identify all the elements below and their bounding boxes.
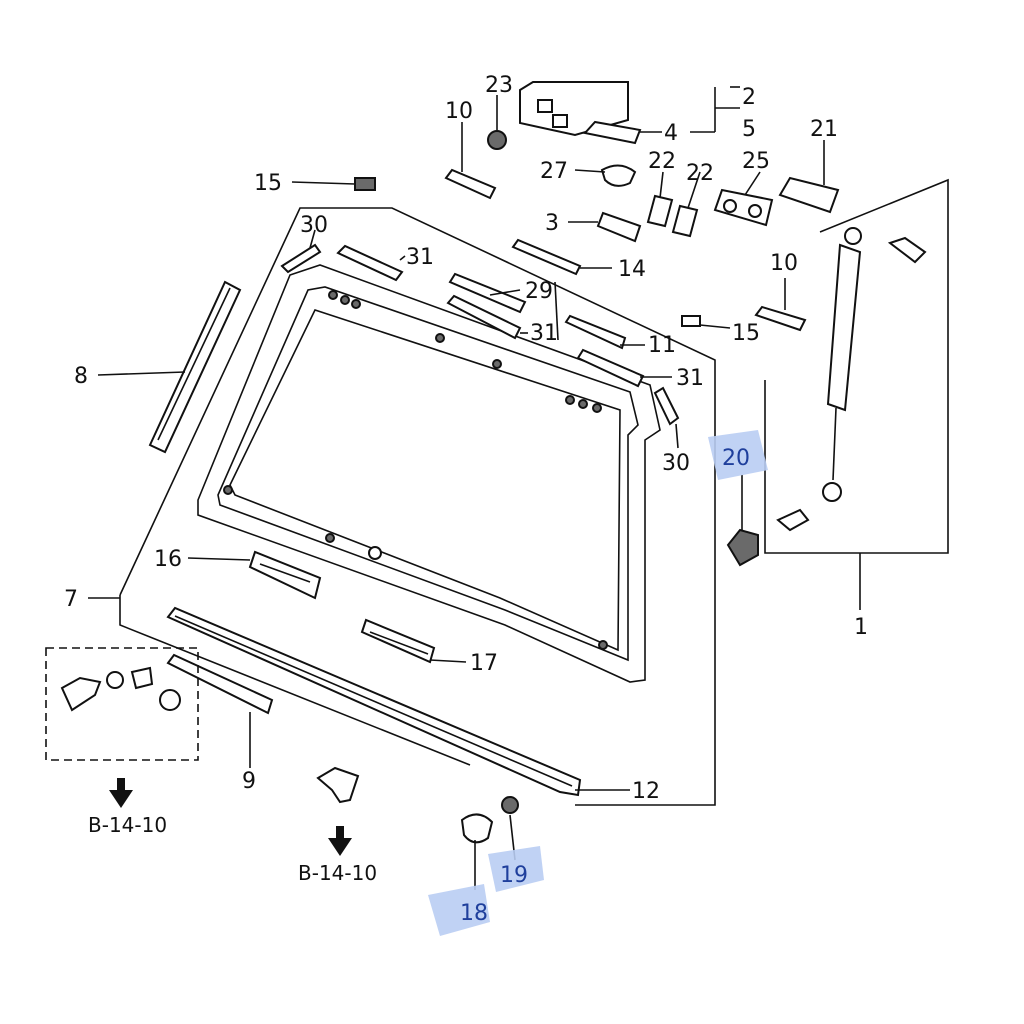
latch-part [316, 766, 360, 804]
label-part-1: 1 [854, 615, 868, 640]
label-part-9: 9 [242, 769, 256, 794]
label-part-14: 14 [618, 257, 646, 282]
weatherstrip-parts [280, 238, 680, 426]
gas-strut [726, 178, 949, 610]
label-part-22-b: 22 [686, 161, 714, 186]
arrow-down-icon-left [109, 778, 133, 808]
bumper-parts [460, 796, 519, 844]
label-ref-left: B-14-10 [88, 813, 167, 837]
label-part-27: 27 [540, 159, 568, 184]
label-part-4: 4 [664, 121, 678, 146]
label-part-3: 3 [545, 211, 559, 236]
label-part-12: 12 [632, 779, 660, 804]
tailgate-panel [119, 207, 716, 806]
molding-8 [148, 280, 242, 454]
panel-holes [223, 290, 608, 650]
label-part-25: 25 [742, 149, 770, 174]
label-part-31-middle: 31 [530, 321, 558, 346]
label-part-17: 17 [470, 651, 498, 676]
label-part-30-right: 30 [662, 451, 690, 476]
emblem-16 [248, 550, 322, 600]
label-part-5: 5 [742, 117, 756, 142]
highlight-marks [428, 430, 768, 936]
label-part-18: 18 [460, 901, 488, 926]
label-part-8: 8 [74, 364, 88, 389]
part-labels: 23 2 10 4 5 21 27 22 22 25 15 3 30 31 14… [64, 73, 868, 926]
label-part-21: 21 [810, 117, 838, 142]
label-part-23: 23 [485, 73, 513, 98]
label-part-10-top: 10 [445, 99, 473, 124]
molding-9 [166, 653, 274, 715]
emblem-17 [360, 618, 436, 664]
label-part-16: 16 [154, 547, 182, 572]
label-part-22-a: 22 [648, 149, 676, 174]
label-part-30-top: 30 [300, 213, 328, 238]
label-part-7: 7 [64, 587, 78, 612]
molding-12 [166, 606, 582, 797]
label-part-31-right: 31 [676, 366, 704, 391]
lock-hardware-box [45, 647, 199, 761]
label-part-10-right: 10 [770, 251, 798, 276]
hinge-parts [354, 81, 840, 332]
label-part-19: 19 [500, 863, 528, 888]
label-part-29: 29 [525, 279, 553, 304]
label-ref-bottom: B-14-10 [298, 861, 377, 885]
label-part-2: 2 [742, 85, 756, 110]
label-part-15-left: 15 [254, 171, 282, 196]
label-part-15-right: 15 [732, 321, 760, 346]
label-part-20: 20 [722, 446, 750, 471]
leader-lines [88, 86, 825, 890]
label-part-31-top: 31 [406, 245, 434, 270]
arrow-down-icon-bottom [328, 826, 352, 856]
label-part-11: 11 [648, 333, 676, 358]
